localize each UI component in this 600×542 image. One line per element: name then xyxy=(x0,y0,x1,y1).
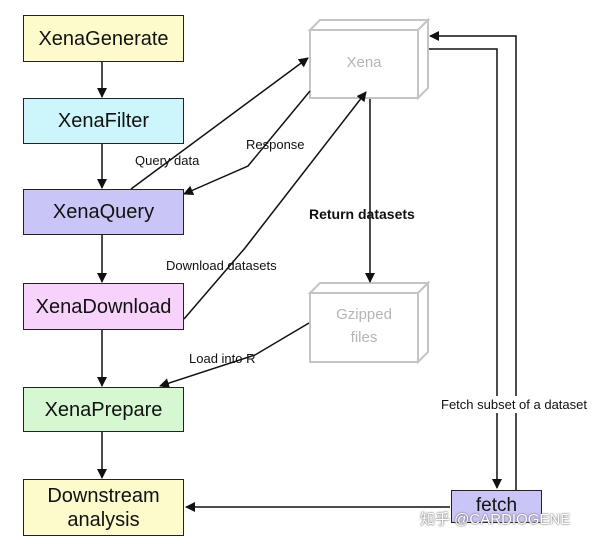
gzipped-files-label: Gzipped files xyxy=(310,304,418,349)
arrow-fetch-return-up xyxy=(429,31,517,491)
arrow-fetch-subset-down xyxy=(429,48,502,489)
arrow-load-into-r xyxy=(159,322,310,388)
xena-cube xyxy=(307,17,431,101)
downstream-label-line2: analysis xyxy=(67,508,140,531)
arrow-response xyxy=(183,90,311,195)
response-label: Response xyxy=(246,137,305,152)
xena-generate-box: XenaGenerate xyxy=(23,15,184,62)
watermark: 知乎 @CARDIOGENE xyxy=(420,511,571,528)
downstream-analysis-box: Downstream analysis xyxy=(23,479,184,536)
gzipped-label-line1: Gzipped xyxy=(336,306,392,323)
arrow-download-datasets xyxy=(183,91,367,320)
query-data-label: Query data xyxy=(135,153,200,168)
xena-download-box: XenaDownload xyxy=(23,283,184,330)
xena-query-label: XenaQuery xyxy=(52,201,155,223)
gzipped-files-cube xyxy=(307,280,431,365)
xena-filter-box: XenaFilter xyxy=(23,98,184,144)
fetch-subset-label: Fetch subset of a dataset xyxy=(439,396,589,413)
fetch-label: fetch xyxy=(475,495,518,517)
xena-generate-label: XenaGenerate xyxy=(38,27,169,50)
xena-filter-label: XenaFilter xyxy=(57,110,150,132)
xena-download-label: XenaDownload xyxy=(35,295,172,318)
xena-query-box: XenaQuery xyxy=(23,189,184,235)
xena-prepare-box: XenaPrepare xyxy=(23,387,184,432)
arrow-query-data xyxy=(130,57,309,190)
load-into-r-label: Load into R xyxy=(189,351,256,366)
xena-store-label: Xena xyxy=(346,54,382,71)
xena-prepare-label: XenaPrepare xyxy=(44,398,163,421)
download-datasets-label: Download datasets xyxy=(166,258,277,273)
downstream-label-line1: Downstream xyxy=(47,484,160,507)
fetch-box: fetch xyxy=(451,490,542,523)
gzipped-label-line2: files xyxy=(350,328,378,346)
return-datasets-label: Return datasets xyxy=(309,206,415,222)
